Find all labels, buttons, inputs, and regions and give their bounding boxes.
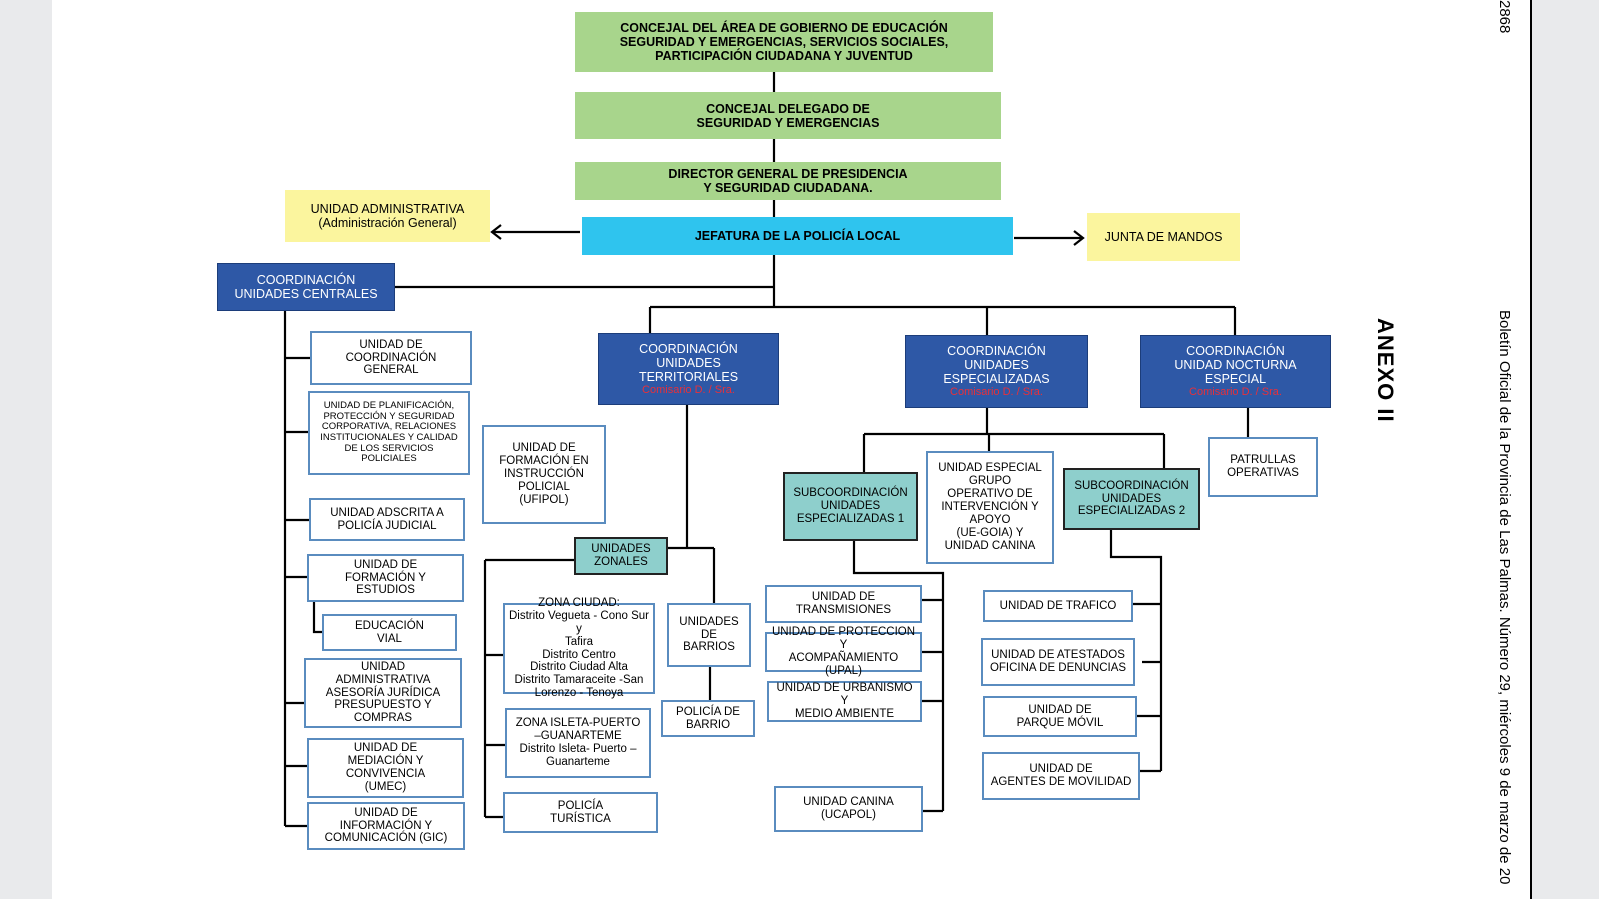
comisario-label: Comisario D. / Sra. bbox=[950, 386, 1043, 399]
unidad-administrativa-box: UNIDAD ADMINISTRATIVA(Administración Gen… bbox=[285, 190, 490, 242]
page-number: 2868 bbox=[1496, 0, 1513, 34]
junta-mandos-box: JUNTA DE MANDOS bbox=[1087, 213, 1240, 261]
comisario-label: Comisario D. / Sra. bbox=[642, 383, 735, 396]
unit-planificacion: UNIDAD DE PLANIFICACIÓN,PROTECCIÓN Y SEG… bbox=[308, 391, 470, 475]
jefatura-box: JEFATURA DE LA POLICÍA LOCAL bbox=[582, 217, 1013, 255]
document-page: CONCEJAL DEL ÁREA DE GOBIERNO DE EDUCACI… bbox=[52, 0, 1532, 899]
unit-zona-ciudad: ZONA CIUDAD:Distrito Vegueta - Cono Sur … bbox=[503, 597, 655, 699]
annex-title: ANEXO II bbox=[1373, 318, 1398, 423]
margin-rule bbox=[1530, 0, 1532, 899]
connector-lines bbox=[283, 72, 1250, 828]
unit-trafico: UNIDAD DE TRAFICO bbox=[983, 590, 1133, 622]
concejal-area-box: CONCEJAL DEL ÁREA DE GOBIERNO DE EDUCACI… bbox=[575, 12, 993, 72]
unit-ucapol: UNIDAD CANINA(UCAPOL) bbox=[774, 786, 923, 832]
bulletin-header: Boletín Oficial de la Provincia de Las P… bbox=[1496, 310, 1513, 885]
comisario-label: Comisario D. / Sra. bbox=[1189, 386, 1282, 399]
